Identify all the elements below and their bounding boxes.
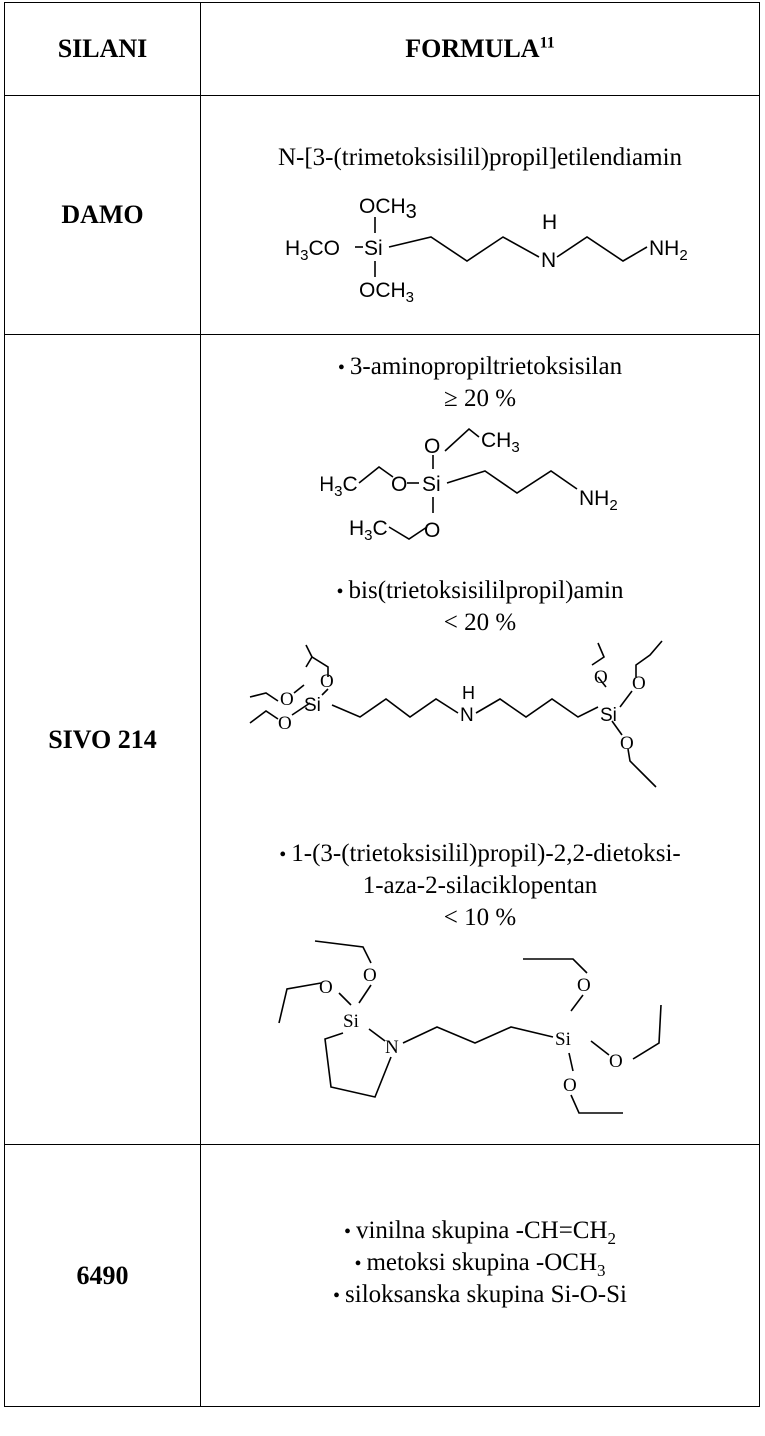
atom-nh2: NH2 <box>579 487 618 514</box>
formula-cell: vinilna skupina -CH=CH2 metoksi skupina … <box>200 1144 760 1407</box>
atom-o: O <box>609 1051 623 1072</box>
compound-amount: < 20 % <box>443 609 517 636</box>
silane-name: SIVO 214 <box>4 334 201 1145</box>
atom-och3-top: OCH3 <box>359 195 417 223</box>
compound-name: 1-(3-(trietoksisilil)propil)-2,2-dietoks… <box>201 838 759 871</box>
atom-o-bottom: O <box>424 519 440 542</box>
atom-o: O <box>563 1075 577 1096</box>
atom-o: O <box>632 673 646 694</box>
atom-o: O <box>319 977 333 998</box>
atom-h3c: H3C <box>321 473 358 500</box>
compound-name: N-[3-(trimetoksisilil)propil]etilendiami… <box>277 144 683 171</box>
atom-o: O <box>620 733 634 754</box>
header-silani: SILANI <box>4 2 201 96</box>
group-item: metoksi skupina -OCH3 <box>201 1247 759 1287</box>
atom-si: Si <box>422 473 441 496</box>
atom-n: N <box>460 705 474 726</box>
atom-si: Si <box>364 237 383 260</box>
atom-h3co: H3CO <box>285 237 340 264</box>
group-item: vinilna skupina -CH=CH2 <box>201 1215 759 1255</box>
header-row: SILANI FORMULA11 <box>4 2 760 96</box>
atom-si: Si <box>343 1011 359 1032</box>
row-6490: 6490 vinilna skupina -CH=CH2 metoksi sku… <box>4 1144 760 1407</box>
atom-och3-bottom: OCH3 <box>359 279 414 304</box>
atom-o: O <box>278 713 292 734</box>
header-formula: FORMULA11 <box>200 2 760 96</box>
atom-ch3: CH3 <box>481 429 520 456</box>
atom-nh2: NH2 <box>649 237 688 264</box>
atom-h3c: H3C <box>349 517 388 544</box>
atom-o-top: O <box>424 435 440 458</box>
silane-name: 6490 <box>4 1144 201 1407</box>
silani-table: SILANI FORMULA11 DAMO N-[3-(trimetoksisi… <box>4 2 760 1407</box>
atom-si: Si <box>555 1029 571 1050</box>
structure-bis-amine: O O Si O H N O O Si O <box>249 640 663 788</box>
atom-n: N <box>385 1037 399 1058</box>
compound-name: bis(trietoksisililpropil)amin <box>201 575 759 608</box>
silane-name: DAMO <box>4 95 201 335</box>
atom-o: O <box>594 667 608 688</box>
group-item: siloksanska skupina Si-O-Si <box>201 1279 759 1312</box>
atom-o: O <box>280 689 294 710</box>
compound-amount: ≥ 20 % <box>443 385 517 412</box>
row-damo: DAMO N-[3-(trimetoksisilil)propil]etilen… <box>4 95 760 335</box>
atom-si: Si <box>304 695 321 716</box>
atom-o-left: O <box>391 473 407 496</box>
structure-silacyclopentane: O O Si N O Si O O <box>278 940 662 1114</box>
atom-o: O <box>577 975 591 996</box>
atom-o: O <box>320 671 334 692</box>
atom-si: Si <box>600 705 617 726</box>
structure-damo: OCH3 H3CO Si OCH3 H N NH2 <box>285 195 688 304</box>
atom-o: O <box>363 965 377 986</box>
compound-amount: < 10 % <box>443 904 517 931</box>
formula-cell: N-[3-(trimetoksisilil)propil]etilendiami… <box>200 95 760 335</box>
compound-name-cont: 1-aza-2-silaciklopentan <box>362 872 598 899</box>
formula-cell: 3-aminopropiltrietoksisilan ≥ 20 % O CH3… <box>200 334 760 1145</box>
row-sivo-214: SIVO 214 3-aminopropiltrietoksisilan ≥ 2… <box>4 334 760 1145</box>
atom-h: H <box>542 211 557 234</box>
atom-h: H <box>462 683 475 703</box>
compound-name: 3-aminopropiltrietoksisilan <box>201 351 759 384</box>
atom-n: N <box>541 249 556 272</box>
structure-aminopropyl: O CH3 H3C O Si NH2 H3C O <box>321 427 618 544</box>
